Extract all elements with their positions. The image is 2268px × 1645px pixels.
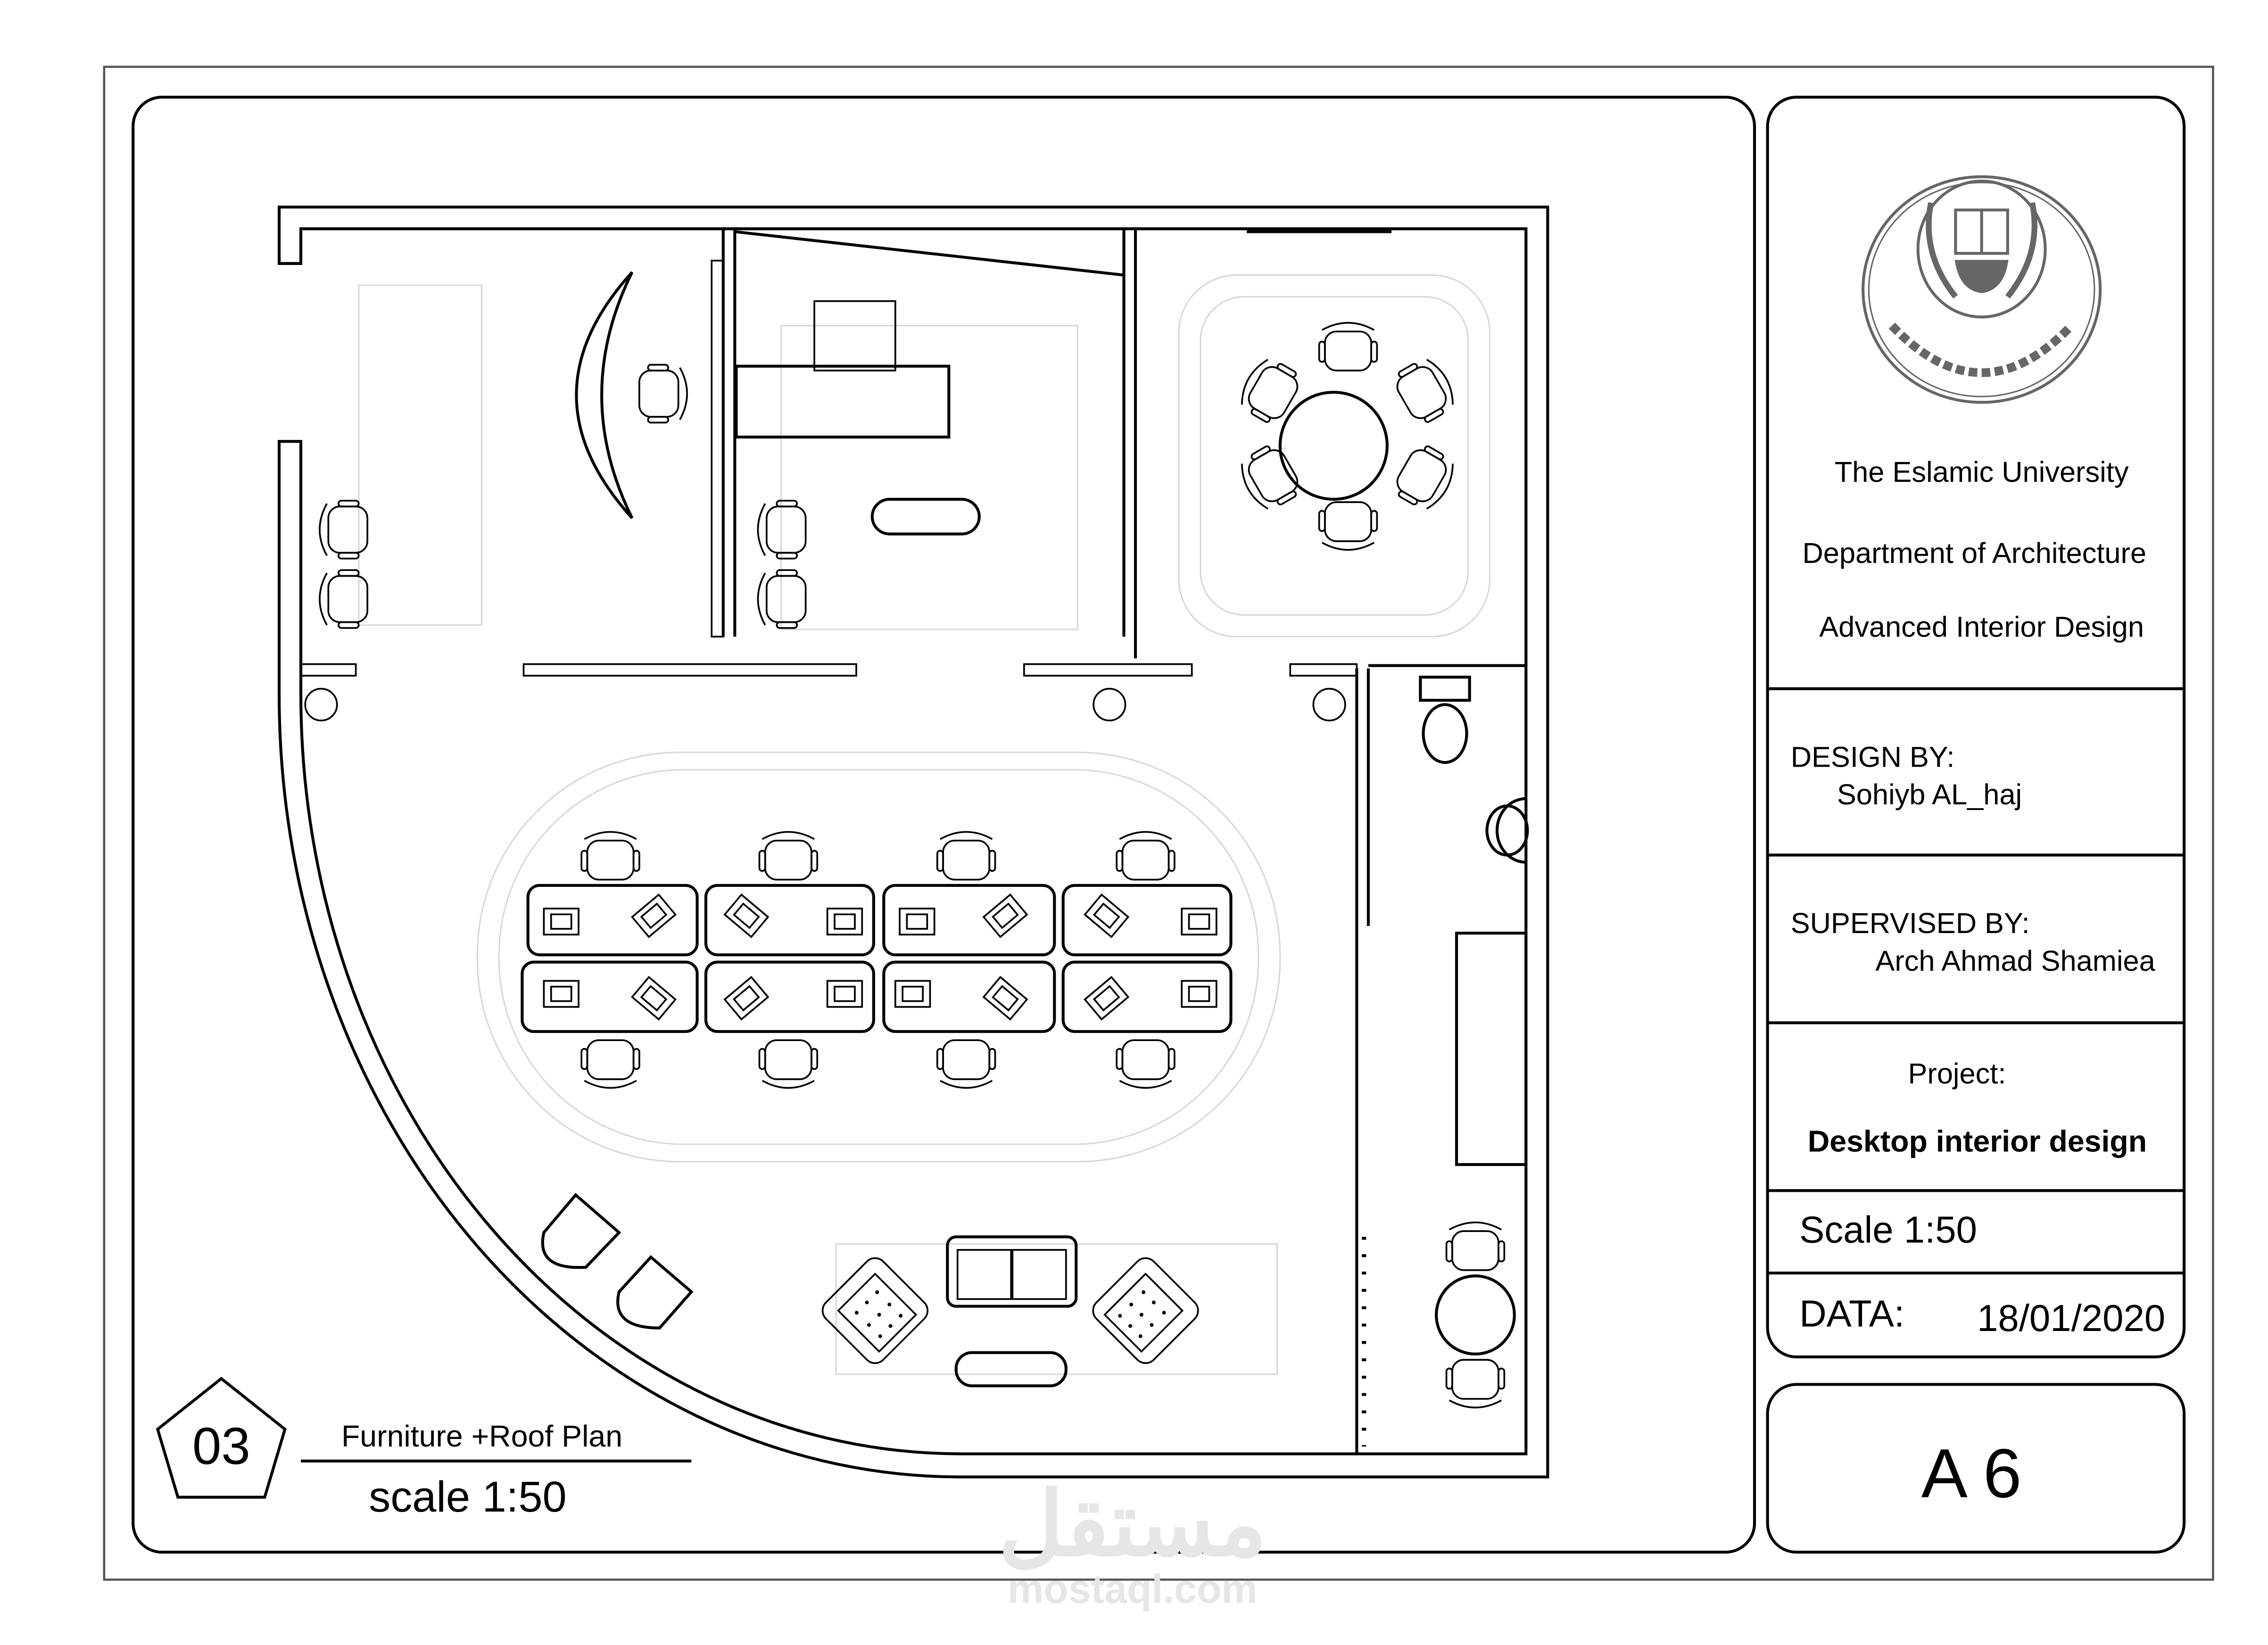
round-meeting-table [1278,390,1389,501]
dining-chair [1445,1359,1506,1409]
desk [704,960,875,1033]
designer-name: Sohiyb AL_haj [1837,778,2022,811]
drawing-number-pentagon [156,1377,287,1499]
lounge-coffee-table [954,1351,1068,1388]
title-block [1766,96,2186,1359]
desk [521,960,699,1033]
desk [882,884,1056,957]
manager-desk [735,364,951,439]
supervisor-name: Arch Ahmad Shamiea [1875,945,2155,977]
desk [1061,884,1233,957]
title-block-dividers [1767,687,2185,1275]
date-value: 18/01/2020 [1977,1297,2165,1339]
window-strips [300,259,1358,677]
keyboard-icon [631,893,677,938]
keyboard-icon [1084,976,1129,1020]
monitor-icon [1181,908,1217,936]
monitor-icon [899,908,935,936]
monitor-icon [826,980,863,1008]
manager-chair [813,300,896,372]
keyboard-icon [631,976,677,1020]
workstation-chair [1116,831,1175,881]
title-block-scale: Scale 1:50 [1799,1209,1977,1251]
meeting-chair [1318,501,1378,551]
meeting-chair [1389,440,1462,516]
drawing-number: 03 [192,1417,250,1475]
monitor-icon [826,908,863,936]
monitor-icon [1181,980,1217,1008]
keyboard-icon [983,976,1028,1020]
meeting-chair [1318,322,1378,372]
counter [1455,932,1528,1166]
keyboard-icon [1084,893,1129,938]
date-label: DATA: [1799,1293,1904,1335]
monitor-icon [543,980,579,1008]
keyboard-icon [724,976,769,1020]
workstation-chair [1116,1039,1175,1089]
drawing-title: Furniture +Roof Plan [341,1419,622,1453]
university-logo [1862,175,2102,404]
desk [882,960,1056,1033]
workstation-chair [758,831,819,881]
toilet [1419,676,1471,764]
workstation-chair [758,1039,819,1089]
armchair [817,1252,934,1369]
project-name: Desktop interior design [1808,1124,2147,1158]
design-by-label: DESIGN BY: [1791,741,1955,773]
drawing-frame [132,96,1756,1554]
sheet-border [103,66,2214,1581]
project-label: Project: [1908,1058,2006,1090]
lounge-chair [541,1193,621,1269]
lounge-chair [616,1255,694,1330]
armchair [1087,1252,1204,1369]
sofa [946,1235,1078,1308]
monitor-icon [894,980,931,1008]
columns [304,687,1346,722]
coffee-table [870,497,981,536]
watermark-url: mostaql.com [1008,1566,1258,1612]
sheet-number-box [1766,1383,2186,1554]
meeting-chair [1389,352,1462,429]
workstation-chair [936,831,996,881]
floor-patterns [358,274,1491,1375]
supervised-by-label: SUPERVISED BY: [1791,907,2030,940]
workstation-cluster [521,884,1233,1033]
keyboard-icon [983,893,1028,938]
crescent-desk [575,271,634,519]
workstation-chair [580,831,640,881]
desk [526,884,699,957]
monitor-icon [543,908,579,936]
workstation-chair [580,1039,640,1089]
sheet-number: A 6 [1921,1435,2022,1513]
department-name: Department of Architecture [1802,537,2146,570]
meeting-chair [1233,440,1306,516]
drawing-scale: scale 1:50 [369,1472,566,1521]
university-name: The Eslamic University [1835,456,2129,488]
meeting-chair [1233,352,1306,429]
office-chair [638,364,688,424]
desk [1061,960,1233,1033]
course-name: Advanced Interior Design [1819,611,2144,643]
keyboard-icon [724,893,769,938]
desk [704,884,875,957]
waiting-chair [319,500,369,560]
watermark-arabic: مستقل [998,1474,1266,1574]
dining-chair [1445,1221,1506,1271]
waiting-chair [319,569,369,629]
sink [1485,797,1529,864]
workstation-chair [936,1039,996,1089]
small-round-table [1435,1274,1516,1356]
